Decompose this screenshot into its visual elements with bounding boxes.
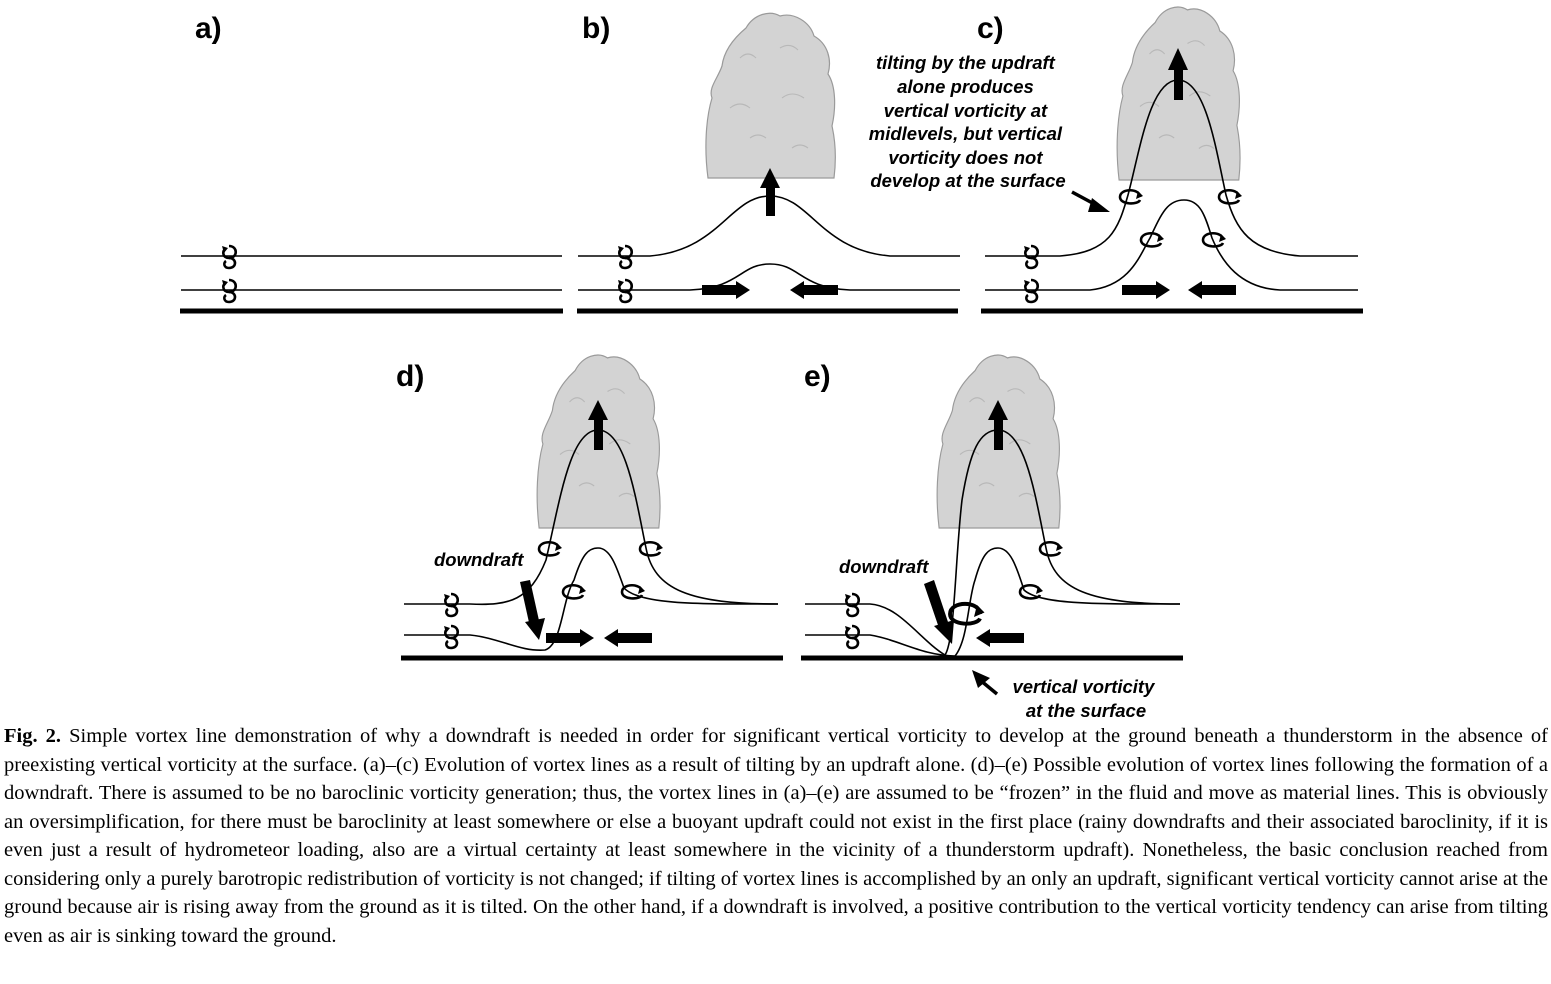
vortex-ring-icon: [1018, 583, 1045, 600]
vortex-ring-icon: [537, 540, 564, 557]
inflow-arrow-left-icon: [1188, 281, 1236, 299]
inflow-arrow-right-icon: [702, 281, 750, 299]
vortex-ring-icon: [638, 540, 665, 557]
vortex-ring-icon: [442, 624, 460, 650]
panel-d: downdraft: [401, 354, 783, 661]
panel-label-d: d): [396, 360, 424, 393]
cloud-shape: [705, 12, 836, 179]
vortex-line-lower: [578, 263, 960, 291]
caption-text: Simple vortex line demonstration of why …: [4, 725, 1548, 947]
vortex-ring-icon: [1139, 231, 1166, 248]
vortex-ring-icon: [1038, 540, 1065, 557]
pointer-arrow-icon: [972, 670, 999, 696]
panel-e: downdraft vertical vorticity at the surf…: [801, 354, 1183, 720]
vortex-ring-icon: [1022, 244, 1040, 270]
inflow-arrow-left-icon: [604, 629, 652, 647]
vortex-ring-icon: [620, 583, 647, 600]
vortex-line-upper: [805, 429, 1181, 657]
panel-label-e: e): [804, 360, 831, 393]
caption-figure-label: Fig. 2.: [4, 725, 62, 747]
downdraft-label: downdraft: [839, 556, 929, 577]
vortex-ring-icon: [220, 244, 238, 270]
updraft-arrow-icon: [588, 400, 608, 450]
figure-caption: Fig. 2. Simple vortex line demonstration…: [4, 722, 1548, 950]
inflow-arrow-right-icon: [546, 629, 594, 647]
vortex-ring-icon: [1217, 188, 1244, 205]
panel-b: [577, 12, 960, 314]
updraft-arrow-icon: [1168, 48, 1188, 100]
panel-label-c: c): [977, 12, 1004, 45]
pointer-arrow-icon: [1071, 190, 1110, 212]
annotation-tilting: tilting by the updraft alone produces ve…: [869, 52, 1067, 191]
panel-label-a: a): [195, 12, 222, 45]
vortex-ring-icon: [616, 278, 634, 304]
panel-c: tilting by the updraft alone produces ve…: [869, 6, 1363, 314]
inflow-arrow-left-icon: [976, 629, 1024, 647]
downdraft-label: downdraft: [434, 549, 524, 570]
annotation-surface-vorticity: vertical vorticity at the surface: [1012, 676, 1159, 720]
downdraft-arrow-icon: [520, 580, 545, 640]
figure-diagram: a) b) c) d) e): [180, 6, 1363, 720]
vortex-ring-icon: [561, 583, 588, 600]
vortex-ring-icon: [1118, 188, 1145, 205]
vortex-ring-icon: [843, 592, 861, 618]
vortex-ring-icon: [220, 278, 238, 304]
updraft-arrow-icon: [760, 168, 780, 216]
vortex-line-lower: [404, 547, 779, 651]
updraft-arrow-icon: [988, 400, 1008, 450]
vortex-ring-icon: [1022, 278, 1040, 304]
downdraft-arrow-icon: [924, 580, 954, 644]
panel-a: [180, 244, 563, 314]
vortex-ring-icon: [442, 592, 460, 618]
vortex-line-lower: [805, 547, 1181, 657]
panel-label-b: b): [582, 12, 610, 45]
vortex-ring-icon: [616, 244, 634, 270]
vortex-ring-icon: [843, 624, 861, 650]
inflow-arrow-right-icon: [1122, 281, 1170, 299]
inflow-arrow-left-icon: [790, 281, 838, 299]
vortex-line-lower: [985, 199, 1358, 291]
